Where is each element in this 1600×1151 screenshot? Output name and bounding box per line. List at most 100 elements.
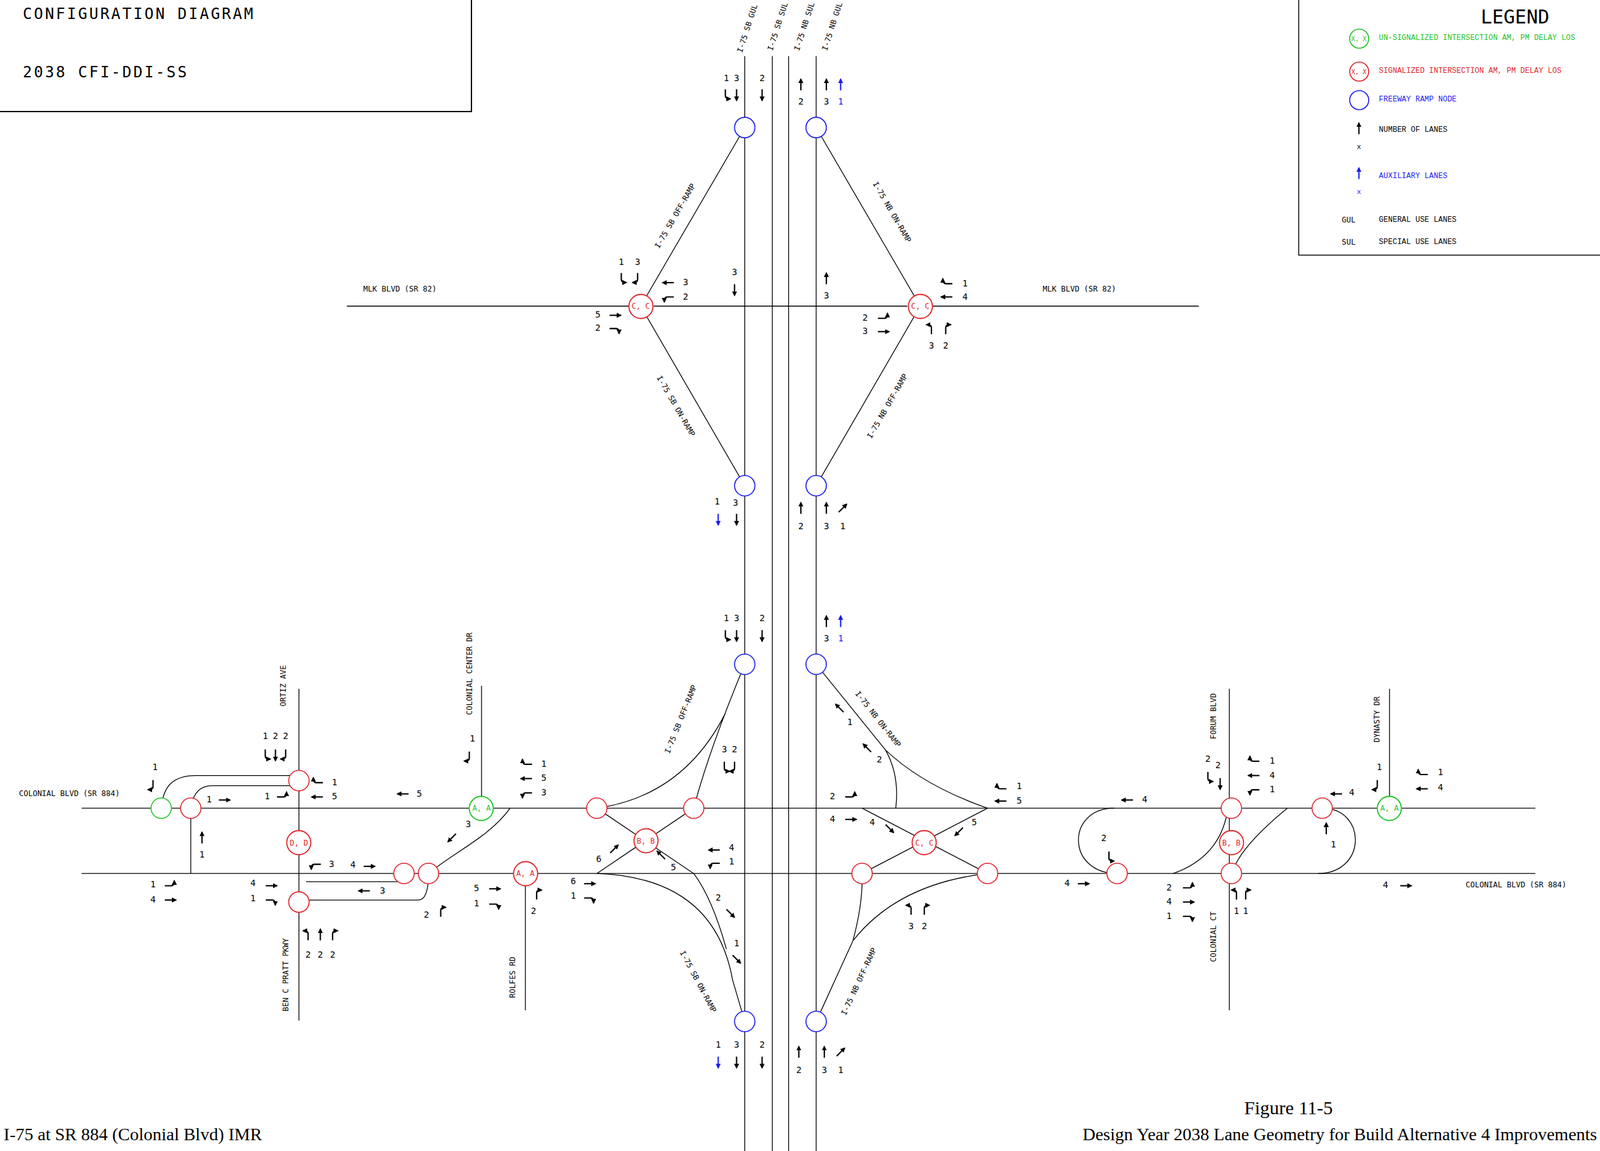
circle-shape — [1219, 830, 1244, 855]
lane-count: 2 — [594, 323, 601, 334]
drawing-label: X, X — [1350, 35, 1367, 43]
lane-arrow — [825, 79, 827, 91]
lane-count: 2 — [304, 949, 312, 960]
lane-arrow — [735, 629, 737, 642]
drawing-label: I-75 NB SUL — [792, 0, 817, 53]
intersection-circle: B, B — [633, 827, 660, 854]
lane-arrow — [708, 849, 720, 851]
lane-count: 1 — [1268, 784, 1275, 794]
lane-count: 1 — [473, 899, 480, 909]
lane-arrow — [276, 791, 287, 797]
lane-count: 3 — [823, 96, 830, 107]
lane-count: 1 — [152, 762, 159, 772]
lane-count: 5 — [473, 883, 480, 894]
lane-count: 1 — [846, 717, 853, 727]
lane-arrow — [726, 909, 735, 918]
intersection-circle: A, A — [1376, 795, 1403, 822]
node-circle — [1221, 863, 1242, 884]
lane-arrow — [657, 851, 666, 860]
lane-arrow — [664, 297, 674, 303]
lane-arrow — [464, 751, 470, 762]
lane-count: 1 — [723, 73, 730, 84]
lane-count: 2 — [316, 949, 324, 960]
lane-arrow — [358, 889, 371, 891]
lane-count: 2 — [1204, 754, 1211, 764]
drawing-label: I-75 NB OFF-RAMP — [839, 946, 879, 1018]
node-circle — [851, 863, 872, 884]
lane-count: 1 — [1242, 906, 1249, 916]
delay-los: A, A — [472, 804, 491, 812]
node-circle — [1107, 863, 1128, 884]
lane-count: 1 — [839, 521, 846, 532]
lane-arrow — [733, 283, 736, 296]
lane-count: 1 — [837, 633, 844, 644]
lane-count: 1 — [249, 894, 256, 904]
lane-arrow — [164, 899, 177, 901]
lane-count: 5 — [970, 817, 978, 827]
lane-arrow — [610, 844, 619, 853]
lane-count: 2 — [1165, 882, 1173, 893]
lane-arrow — [148, 780, 154, 790]
drawing-label: COLONIAL CENTER DR — [466, 631, 475, 716]
lane-count: 1 — [331, 777, 338, 788]
lane-count: 3 — [823, 521, 830, 532]
intersection-circle: A, A — [512, 860, 539, 887]
drawing-label: I-75 NB OFF-RAMP — [865, 371, 910, 441]
lane-count: 2 — [271, 731, 279, 742]
lane-arrow — [275, 749, 277, 762]
lane-count: 2 — [829, 792, 836, 802]
lane-arrow — [620, 273, 627, 283]
lane-count: 2 — [530, 906, 537, 916]
lane-count: 1 — [961, 278, 969, 289]
signal-circles — [180, 770, 1333, 913]
lane-arrow — [448, 833, 457, 843]
lane-arrow — [863, 743, 872, 753]
lane-arrow — [1219, 778, 1222, 790]
drawing-label: ORTIZ AVE — [279, 664, 288, 707]
lane-arrow — [265, 899, 276, 905]
drawing-label: DYNASTY DR — [1373, 695, 1382, 743]
delay-los: C, C — [915, 838, 934, 847]
lane-count: 3 — [733, 73, 740, 84]
lane-arrow — [732, 954, 741, 964]
lane-arrow — [1418, 769, 1428, 775]
lane-count: 3 — [682, 277, 689, 288]
lane-count: 4 — [868, 817, 876, 827]
lane-arrow — [522, 759, 533, 765]
lane-arrow — [717, 513, 719, 526]
lane-count: 4 — [728, 842, 735, 853]
lane-count: 4 — [1268, 770, 1275, 781]
drawing-label: BEN C PRATT PKWY — [282, 937, 291, 1012]
lane-count: 2 — [876, 755, 883, 765]
lane-arrow — [201, 832, 203, 844]
lane-arrow — [218, 799, 231, 801]
lane-arrow — [924, 904, 930, 915]
lane-arrow — [838, 503, 848, 512]
title-text: 2038 CFI-DDI-SS — [22, 63, 189, 82]
lane-arrow — [1121, 799, 1133, 801]
lane-count: 2 — [714, 892, 722, 903]
lane-arrow — [520, 777, 533, 779]
delay-los: B, B — [1222, 838, 1241, 847]
lane-count: 1 — [728, 857, 735, 867]
lane-arrow — [725, 629, 731, 640]
drawing-label: x — [1356, 188, 1362, 196]
lane-count: 2 — [329, 949, 336, 960]
lane-arrow — [823, 1046, 826, 1058]
lane-count: 1 — [1233, 906, 1240, 916]
lane-arrow — [584, 897, 594, 903]
lane-arrow — [397, 793, 409, 795]
circle-shape — [628, 294, 653, 319]
lane-count: 4 — [961, 292, 969, 302]
lane-arrow — [1183, 882, 1193, 888]
lane-count: 5 — [594, 310, 601, 320]
delay-los: A, A — [516, 869, 535, 877]
drawing-label: SUL — [1341, 238, 1357, 248]
node-circle — [1221, 797, 1242, 819]
drawing-label: I-75 SB OFF-RAMP — [653, 181, 698, 251]
lane-arrow — [724, 761, 730, 772]
node-circle — [806, 117, 827, 138]
lane-count: 3 — [733, 1039, 740, 1050]
lane-arrow — [825, 273, 827, 285]
lane-arrow — [1207, 771, 1213, 782]
